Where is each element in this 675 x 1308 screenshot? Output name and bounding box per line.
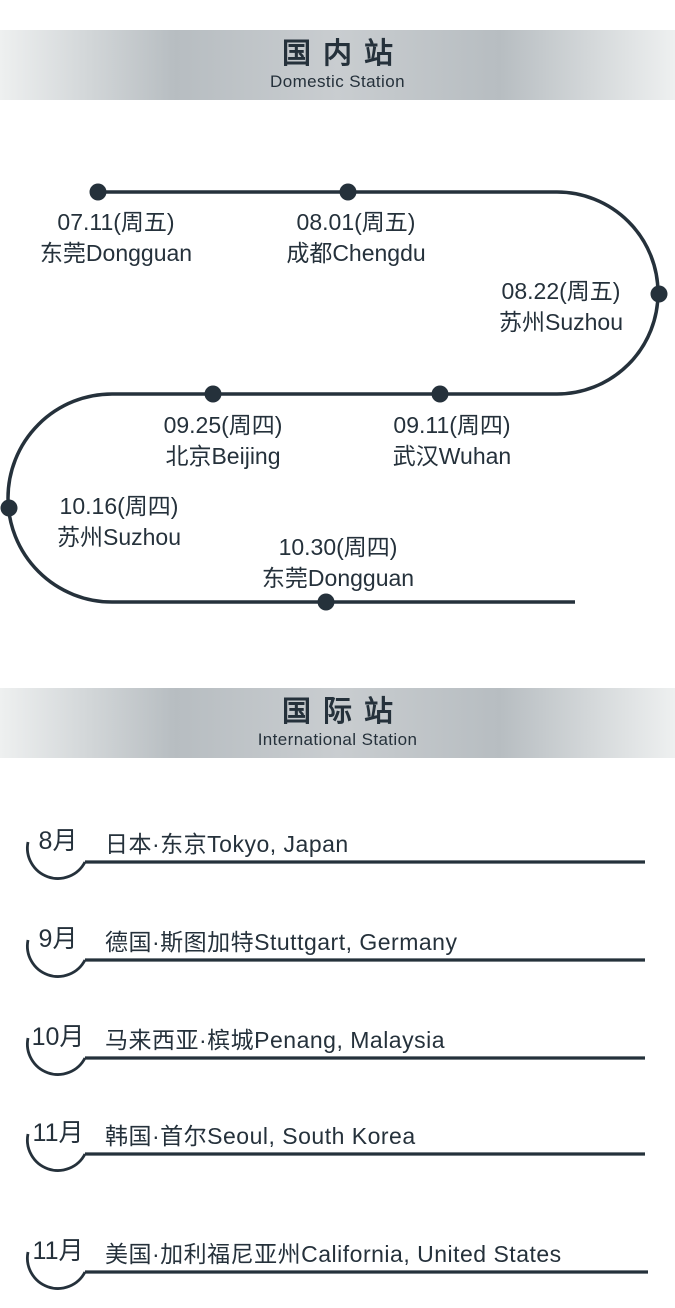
timeline-dot-suzhou-1016 [0,499,18,517]
month-arc-sep [26,939,87,978]
location-tokyo: 日本·东京Tokyo, Japan [105,831,349,857]
month-arc-aug [26,841,87,880]
location-penang: 马来西亚·槟城Penang, Malaysia [105,1027,445,1053]
stop-date: 08.22(周五) [501,278,621,304]
location-california: 美国·加利福尼亚州California, United States [105,1241,562,1267]
month-label-stuttgart: 9月 [38,925,78,953]
location-seoul: 韩国·首尔Seoul, South Korea [105,1123,416,1149]
international-subtitle: International Station [257,730,418,749]
international-list-svg [26,841,648,1290]
international-header: 国际站 International Station [0,688,675,758]
timeline-dot-dongguan-1030 [317,593,335,611]
stop-city: 成都Chengdu [286,240,426,266]
stop-label-suzhou-1016: 10.16(周四) 苏州Suzhou [57,491,181,553]
international-title: 国际站 [281,696,405,728]
stop-city: 苏州Suzhou [56,524,182,550]
stop-label-dongguan-0711: 07.11(周五) 东莞Dongguan [40,207,192,269]
stop-label-beijing-0925: 09.25(周四) 北京Beijing [164,410,283,472]
stop-city: 东莞Dongguan [261,565,415,591]
stop-date: 09.25(周四) [163,412,283,438]
domestic-subtitle: Domestic Station [270,72,405,91]
route-path [6,190,660,604]
month-arc-nov-2 [26,1251,87,1290]
domestic-header: 国内站 Domestic Station [0,30,675,100]
month-label-tokyo: 8月 [38,827,78,855]
location-stuttgart: 德国·斯图加特Stuttgart, Germany [105,929,458,955]
timeline-dot-suzhou-0822 [650,285,668,303]
timeline-dot-dongguan-0711 [89,183,107,201]
stop-city: 东莞Dongguan [39,240,193,266]
stop-label-wuhan-0911: 09.11(周四) 武汉Wuhan [393,410,511,472]
month-label-seoul: 11月 [32,1119,84,1147]
month-label-california: 11月 [32,1237,84,1265]
timeline-dot-chengdu-0801 [339,183,357,201]
domestic-route-svg [0,183,668,611]
stop-label-suzhou-0822: 08.22(周五) 苏州Suzhou [499,276,623,338]
month-arc-nov-1 [26,1133,87,1172]
stop-date: 10.30(周四) [278,534,398,560]
month-arc-oct [26,1037,87,1076]
stop-city: 武汉Wuhan [392,443,512,469]
stop-label-chengdu-0801: 08.01(周五) 成都Chengdu [286,207,425,269]
domestic-title: 国内站 [281,38,405,70]
stop-date: 08.01(周五) [296,209,416,235]
timeline-dot-beijing-0925 [204,385,222,403]
stop-date: 10.16(周四) [59,493,179,519]
timeline-dot-wuhan-0911 [431,385,449,403]
month-label-penang: 10月 [31,1023,85,1051]
stop-city: 北京Beijing [165,443,281,469]
stop-date: 09.11(周四) [393,412,511,438]
stop-label-dongguan-1030: 10.30(周四) 东莞Dongguan [262,532,414,594]
stop-city: 苏州Suzhou [498,309,624,335]
stop-date: 07.11(周五) [57,209,175,235]
